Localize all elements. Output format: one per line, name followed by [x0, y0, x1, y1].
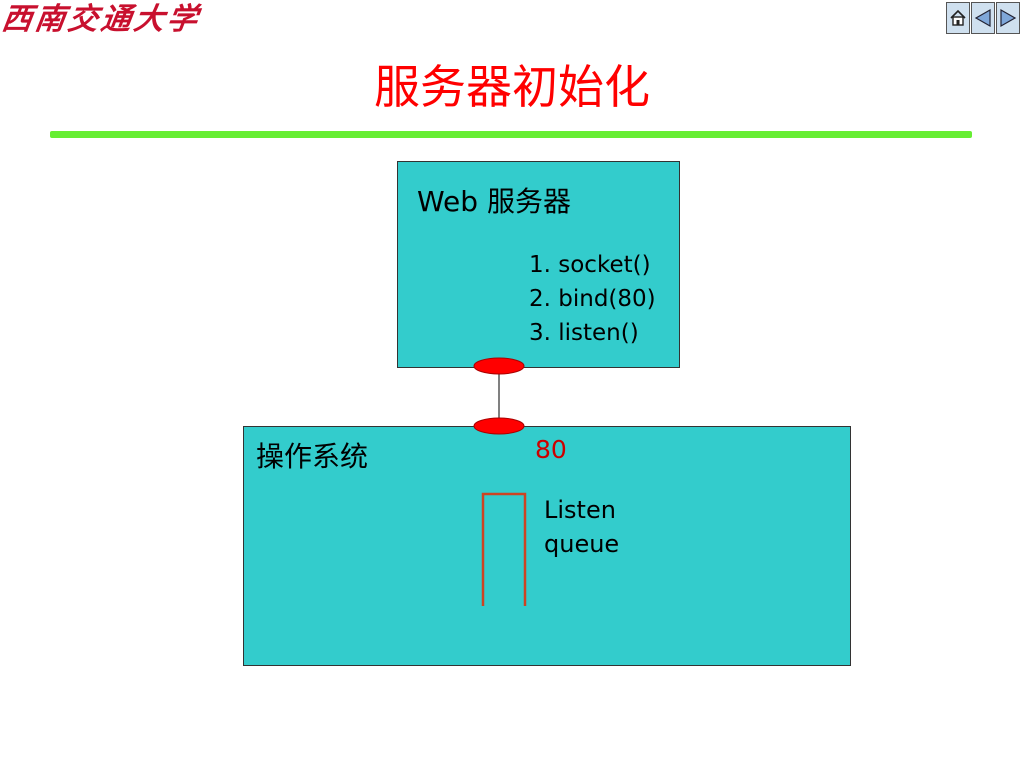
home-button[interactable] [946, 2, 970, 34]
operating-system-box: 操作系统 80 Listen queue [243, 426, 851, 666]
web-server-box: Web 服务器 1. socket() 2. bind(80) 3. liste… [397, 161, 680, 368]
init-steps-list: 1. socket() 2. bind(80) 3. listen() [529, 248, 656, 350]
listen-queue-label-line1: Listen [544, 496, 616, 524]
os-label: 操作系统 [256, 440, 369, 473]
next-slide-button[interactable] [996, 2, 1020, 34]
port-number: 80 [535, 435, 567, 464]
listen-queue-label: Listen queue [544, 493, 619, 561]
slide-title: 服务器初始化 [374, 60, 650, 114]
triangle-left-icon [974, 8, 991, 28]
step-listen: 3. listen() [529, 320, 639, 346]
step-socket: 1. socket() [529, 252, 651, 278]
web-server-label: Web 服务器 [417, 185, 571, 218]
step-bind: 2. bind(80) [529, 286, 656, 312]
listen-queue-label-line2: queue [544, 530, 620, 558]
title-divider [50, 131, 972, 138]
home-icon [950, 9, 966, 26]
previous-slide-button[interactable] [971, 2, 995, 34]
university-logo: 西南交通大学 [0, 2, 203, 37]
triangle-right-icon [1000, 8, 1017, 28]
slide-navigation [946, 2, 1024, 38]
